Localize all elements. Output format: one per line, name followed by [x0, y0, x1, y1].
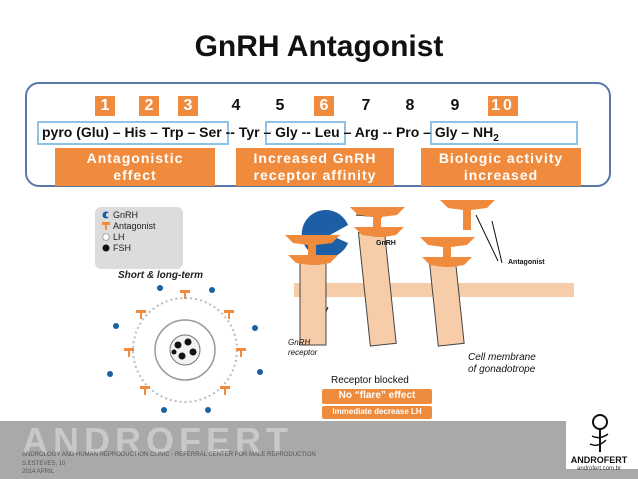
receptor-blocked-text: Receptor blocked — [331, 375, 409, 386]
highlight-positions-5-6 — [265, 121, 346, 145]
membrane-callout-line2: of gonadotrope — [468, 364, 536, 375]
position-10: 10 — [488, 96, 518, 116]
antagonistic-effect-line2: effect — [113, 167, 157, 183]
position-5: 5 — [275, 97, 285, 114]
position-2: 2 — [139, 96, 159, 116]
membrane-callout: Cell membrane of gonadotrope — [468, 352, 536, 376]
logo-url: androfert.com.br — [576, 466, 622, 472]
biologic-activity-label: Biologic activity increased — [421, 148, 581, 186]
legend-lh: LH — [113, 232, 125, 242]
androfert-logo-icon — [589, 414, 609, 452]
immediate-decrease-badge: Immediate decrease LH — [332, 407, 422, 416]
antagonist-callout: Antagonist — [508, 259, 545, 266]
lh-legend-icon — [102, 233, 110, 241]
biologic-activity-line1: Biologic activity — [438, 150, 564, 166]
footer-author-text: S.ESTEVES, 10 — [22, 461, 66, 467]
sequence-subscript: 2 — [493, 132, 499, 144]
position-7: 7 — [361, 97, 371, 114]
sequence-panel — [25, 82, 611, 187]
antagonistic-effect-label: Antagonistic effect — [55, 148, 215, 186]
receptor-callout-line2: receptor — [288, 348, 318, 357]
position-1: 1 — [95, 96, 115, 116]
receptor-affinity-line2: receptor affinity — [253, 167, 377, 183]
highlight-positions-9-10 — [430, 121, 578, 145]
page-title: GnRH Antagonist — [194, 30, 444, 63]
antagonistic-effect-line1: Antagonistic — [86, 150, 184, 166]
membrane-callout-line1: Cell membrane — [468, 352, 536, 363]
legend-antagonist: Antagonist — [113, 221, 156, 231]
position-3: 3 — [178, 96, 198, 116]
fsh-legend-icon — [102, 244, 110, 252]
short-long-term-label: Short & long-term — [118, 270, 203, 281]
receptor-callout: GnRH receptor — [288, 338, 317, 358]
gnrh-legend-icon — [102, 211, 110, 219]
footer-bar — [0, 421, 638, 479]
footer-clinic-text: ANDROLOGY AND HUMAN REPRODUCTION CLINIC … — [22, 452, 316, 458]
biologic-activity-line2: increased — [463, 167, 539, 183]
gnrh-callout: GnRH — [376, 240, 396, 247]
position-6: 6 — [314, 96, 334, 116]
position-8: 8 — [405, 97, 415, 114]
legend-fsh: FSH — [113, 243, 131, 253]
receptor-blocked-illustration — [285, 200, 574, 419]
sequence-text: pyro (Glu) – His – Trp – Ser -- Tyr – Gl… — [42, 124, 494, 140]
logo-name: ANDROFERT — [570, 455, 628, 465]
receptor-affinity-label: Increased GnRH receptor affinity — [236, 148, 394, 186]
logo-container — [566, 407, 638, 469]
peptide-sequence: pyro (Glu) – His – Trp – Ser -- Tyr – Gl… — [42, 124, 499, 144]
receptor-callout-line1: GnRH — [288, 338, 311, 347]
antagonist-legend-icon — [102, 222, 110, 230]
receptor-affinity-line1: Increased GnRH — [253, 150, 377, 166]
footer-date-text: 2014 APRIL — [22, 469, 55, 475]
legend-gnrh: GnRH — [113, 210, 139, 220]
footer-brand: ANDROFERT — [22, 420, 293, 461]
gonadotrope-cell-illustration — [107, 285, 263, 413]
no-flare-effect-badge: No “flare” effect — [338, 390, 416, 401]
position-9: 9 — [450, 97, 460, 114]
position-4: 4 — [231, 97, 241, 114]
highlight-positions-1-3 — [37, 121, 229, 145]
diagram-legend — [95, 207, 183, 269]
